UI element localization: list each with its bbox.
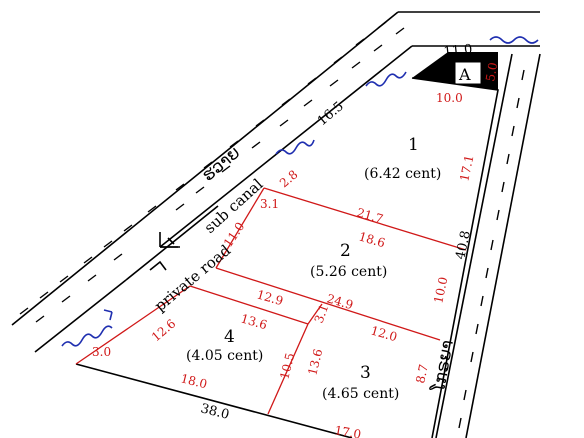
p1-right-length: 17.1 (457, 154, 476, 183)
corner-a-label: A (458, 65, 471, 84)
p2-right: 10.0 (431, 276, 450, 305)
p1-bottom: 21.7 (355, 205, 385, 226)
p1-left-bottom: 3.1 (260, 197, 279, 211)
plot-outline (75, 77, 499, 438)
p3-bottom: 17.0 (333, 423, 362, 438)
p2-bottom-left: 12.9 (255, 287, 285, 308)
small-3-1: 3.1 (312, 302, 332, 325)
canal-side-length: 16.5 (315, 99, 347, 129)
plot-4-number: 4 (224, 327, 235, 347)
right-road (435, 53, 541, 438)
corner-side-top: 11.0 (443, 42, 473, 60)
p4-notch: 3.0 (92, 345, 111, 359)
right-road-centerline (458, 69, 525, 429)
p3-right: 8.7 (413, 363, 431, 385)
canal-top (398, 11, 540, 47)
p3-top: 12.0 (369, 323, 399, 344)
road-name-right: ໂກຣຍາ (428, 338, 458, 394)
plot-1-area: (6.42 cent) (364, 166, 441, 182)
plot-2-area: (5.26 cent) (310, 264, 387, 280)
plot-3-number: 3 (360, 363, 371, 383)
division-lines (75, 187, 467, 415)
plot-1-number: 1 (408, 135, 419, 155)
p4-bottom: 18.0 (179, 371, 208, 391)
road-name-left: ຮວາຍ (198, 143, 244, 186)
corner-side-right: 5.0 (483, 61, 500, 82)
p2-top: 18.6 (357, 229, 387, 250)
p4-left: 12.6 (149, 316, 178, 344)
p3-left: 13.6 (305, 347, 325, 376)
p4-right: 10.5 (277, 351, 297, 380)
corner-side-bottom: 10.0 (436, 91, 463, 105)
private-road-label: private road (151, 241, 234, 315)
plot-4-area: (4.05 cent) (186, 348, 263, 364)
bottom-total-length: 38.0 (199, 401, 231, 423)
p1-left-top: 2.8 (277, 167, 301, 190)
right-total-length: 40.8 (453, 229, 474, 260)
plot-3-area: (4.65 cent) (322, 386, 399, 402)
p4-top: 13.6 (239, 311, 269, 332)
private-road (125, 205, 219, 281)
plot-2-number: 2 (340, 241, 351, 261)
water-waves (61, 36, 539, 347)
main-road-centerline (19, 21, 405, 323)
